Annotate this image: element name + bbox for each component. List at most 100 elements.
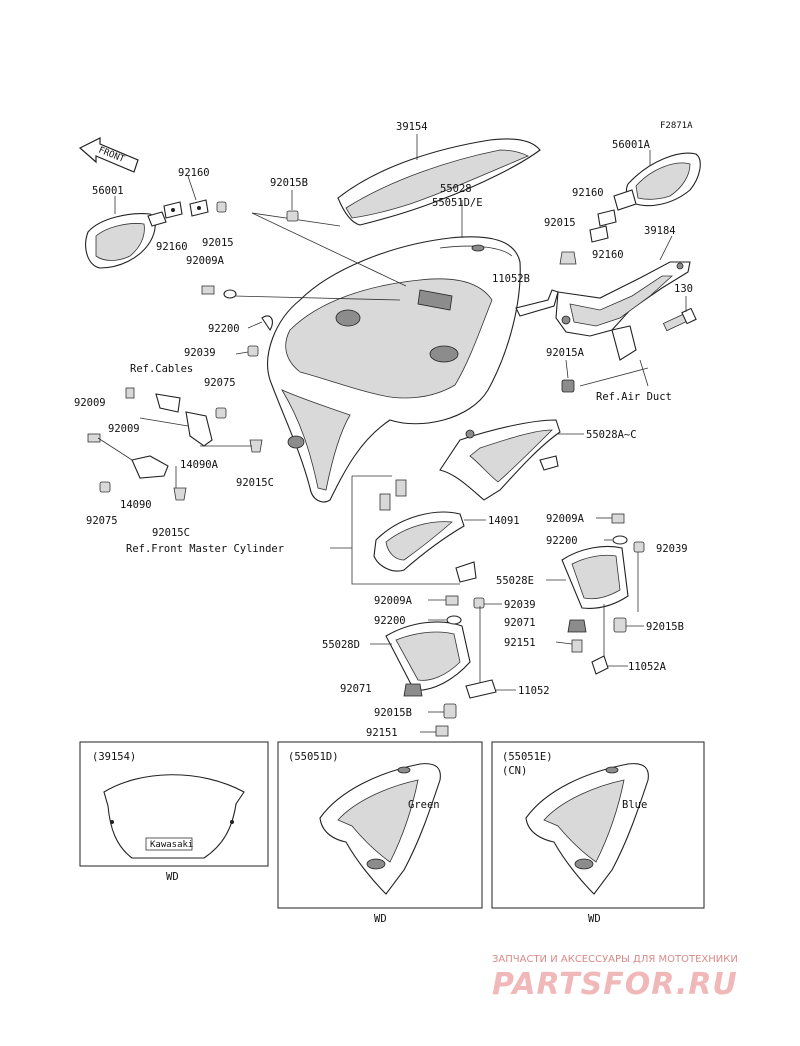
- inset-39154-footer: WD: [166, 871, 179, 883]
- label-92009A-right: 92009A: [546, 513, 585, 525]
- bolt-92009a-lower: [445, 595, 459, 606]
- label-56001: 56001: [92, 185, 124, 197]
- nut-92039-right: [633, 541, 645, 553]
- bolt-92009-b: [87, 433, 101, 443]
- mirror-gasket-right-a: [597, 209, 617, 227]
- mirror-gasket-left-a: [163, 201, 183, 219]
- watermark-brand: PARTSFOR.RU: [492, 967, 738, 1002]
- bracket-14090a: [155, 393, 213, 447]
- inset-55051e-subtitle: (CN): [502, 765, 527, 777]
- bolt-130: [662, 307, 697, 332]
- ref-air-duct: Ref.Air Duct: [596, 391, 672, 403]
- mirror-gasket-right-b: [589, 225, 609, 243]
- bracket-11052b: [515, 289, 559, 317]
- figure-code: F2871A: [660, 121, 693, 131]
- label-55028: 55028: [440, 183, 472, 195]
- inner-cover-14091: [373, 479, 477, 583]
- label-92151-lower: 92151: [366, 727, 398, 739]
- nut-92075-a: [215, 407, 227, 419]
- label-55028AC: 55028A~C: [586, 429, 637, 441]
- bracket-box-14091: [351, 476, 460, 585]
- grommet-92015b-top: [286, 210, 299, 222]
- label-92160-right-top: 92160: [572, 187, 604, 199]
- label-92009-left: 92009: [74, 397, 106, 409]
- label-130: 130: [674, 283, 693, 295]
- label-56001A: 56001A: [612, 139, 651, 151]
- label-39154: 39154: [396, 121, 428, 133]
- label-92039-left: 92039: [184, 347, 216, 359]
- inner-duct-55028a-c: [439, 419, 561, 501]
- label-92039-right: 92039: [656, 543, 688, 555]
- label-92009-inner: 92009: [108, 423, 140, 435]
- inset-55051d-color: Green: [408, 799, 440, 811]
- side-cover-55028d: [385, 621, 471, 691]
- mirror-gasket-left-b: [189, 199, 209, 217]
- washer-92200-right: [612, 535, 628, 545]
- label-92015A: 92015A: [546, 347, 585, 359]
- nut-92039-lower: [473, 597, 485, 609]
- right-mirror: [613, 152, 701, 211]
- label-92015-right: 92015: [544, 217, 576, 229]
- inset-55051e-color: Blue: [622, 799, 647, 811]
- inset-55051d-title: (55051D): [288, 751, 339, 763]
- washer-92200-lower: [446, 615, 462, 625]
- washer-92200-left: [261, 315, 273, 332]
- inset-55051d-footer: WD: [374, 913, 387, 925]
- label-92009A-left: 92009A: [186, 255, 225, 267]
- label-92075-top: 92075: [204, 377, 236, 389]
- label-92015-left: 92015: [202, 237, 234, 249]
- screw-92151-right: [571, 639, 583, 653]
- left-mirror: [85, 211, 167, 269]
- label-92200-left: 92200: [208, 323, 240, 335]
- label-14090: 14090: [120, 499, 152, 511]
- label-92160-top-left: 92160: [178, 167, 210, 179]
- inset-55051e: (55051E) (CN) Blue WD: [491, 741, 705, 925]
- label-92200-lower: 92200: [374, 615, 406, 627]
- label-92160-right: 92160: [592, 249, 624, 261]
- bolt-92009a-right: [611, 513, 625, 524]
- label-55028E: 55028E: [496, 575, 534, 587]
- grommet-92015-right: [559, 251, 577, 265]
- watermark-tagline: ЗАПЧАСТИ И АКСЕССУАРЫ ДЛЯ МОТОТЕХНИКИ: [492, 954, 738, 965]
- fairing-stay: [555, 261, 691, 361]
- label-92039-lower: 92039: [504, 599, 536, 611]
- label-92015C-bottom: 92015C: [152, 527, 190, 539]
- label-92009A-lower: 92009A: [374, 595, 413, 607]
- windscreen: [337, 138, 541, 226]
- label-39184: 39184: [644, 225, 676, 237]
- grommet-92015b-lower: [443, 703, 457, 719]
- inset-55051e-footer: WD: [588, 913, 601, 925]
- bolt-92009a-left: [201, 285, 237, 299]
- upper-cowling: [267, 236, 521, 503]
- label-11052B: 11052B: [492, 273, 530, 285]
- nut-92075-b: [99, 481, 111, 493]
- label-14091: 14091: [488, 515, 520, 527]
- label-55051DE: 55051D/E: [432, 197, 483, 209]
- bolt-92009-a: [125, 387, 135, 399]
- nut-92015a: [561, 379, 575, 393]
- screw-92151-lower: [435, 725, 449, 737]
- nut-92039-left: [247, 345, 259, 357]
- bracket-14090: [131, 455, 169, 479]
- inset-39154-title: (39154): [92, 751, 136, 763]
- label-92160-left: 92160: [156, 241, 188, 253]
- grommet-92015c-a: [249, 439, 263, 453]
- label-55028D: 55028D: [322, 639, 360, 651]
- nut-92071-right: [567, 619, 587, 633]
- grommet-92015-left: [216, 201, 227, 213]
- label-92071-lower: 92071: [340, 683, 372, 695]
- inset-39154: (39154) Kawasaki WD: [79, 741, 269, 883]
- bracket-11052: [465, 679, 497, 699]
- label-11052: 11052: [518, 685, 550, 697]
- label-11052A: 11052A: [628, 661, 667, 673]
- watermark: ЗАПЧАСТИ И АКСЕССУАРЫ ДЛЯ МОТОТЕХНИКИ PA…: [492, 954, 738, 1002]
- grommet-92015c-b: [173, 487, 187, 501]
- inset-55051e-title: (55051E): [502, 751, 553, 763]
- label-92015B-top: 92015B: [270, 177, 308, 189]
- label-92015B-right: 92015B: [646, 621, 684, 633]
- label-92075-bottom: 92075: [86, 515, 118, 527]
- label-14090A: 14090A: [180, 459, 219, 471]
- label-92015C-right: 92015C: [236, 477, 274, 489]
- label-92151-right: 92151: [504, 637, 536, 649]
